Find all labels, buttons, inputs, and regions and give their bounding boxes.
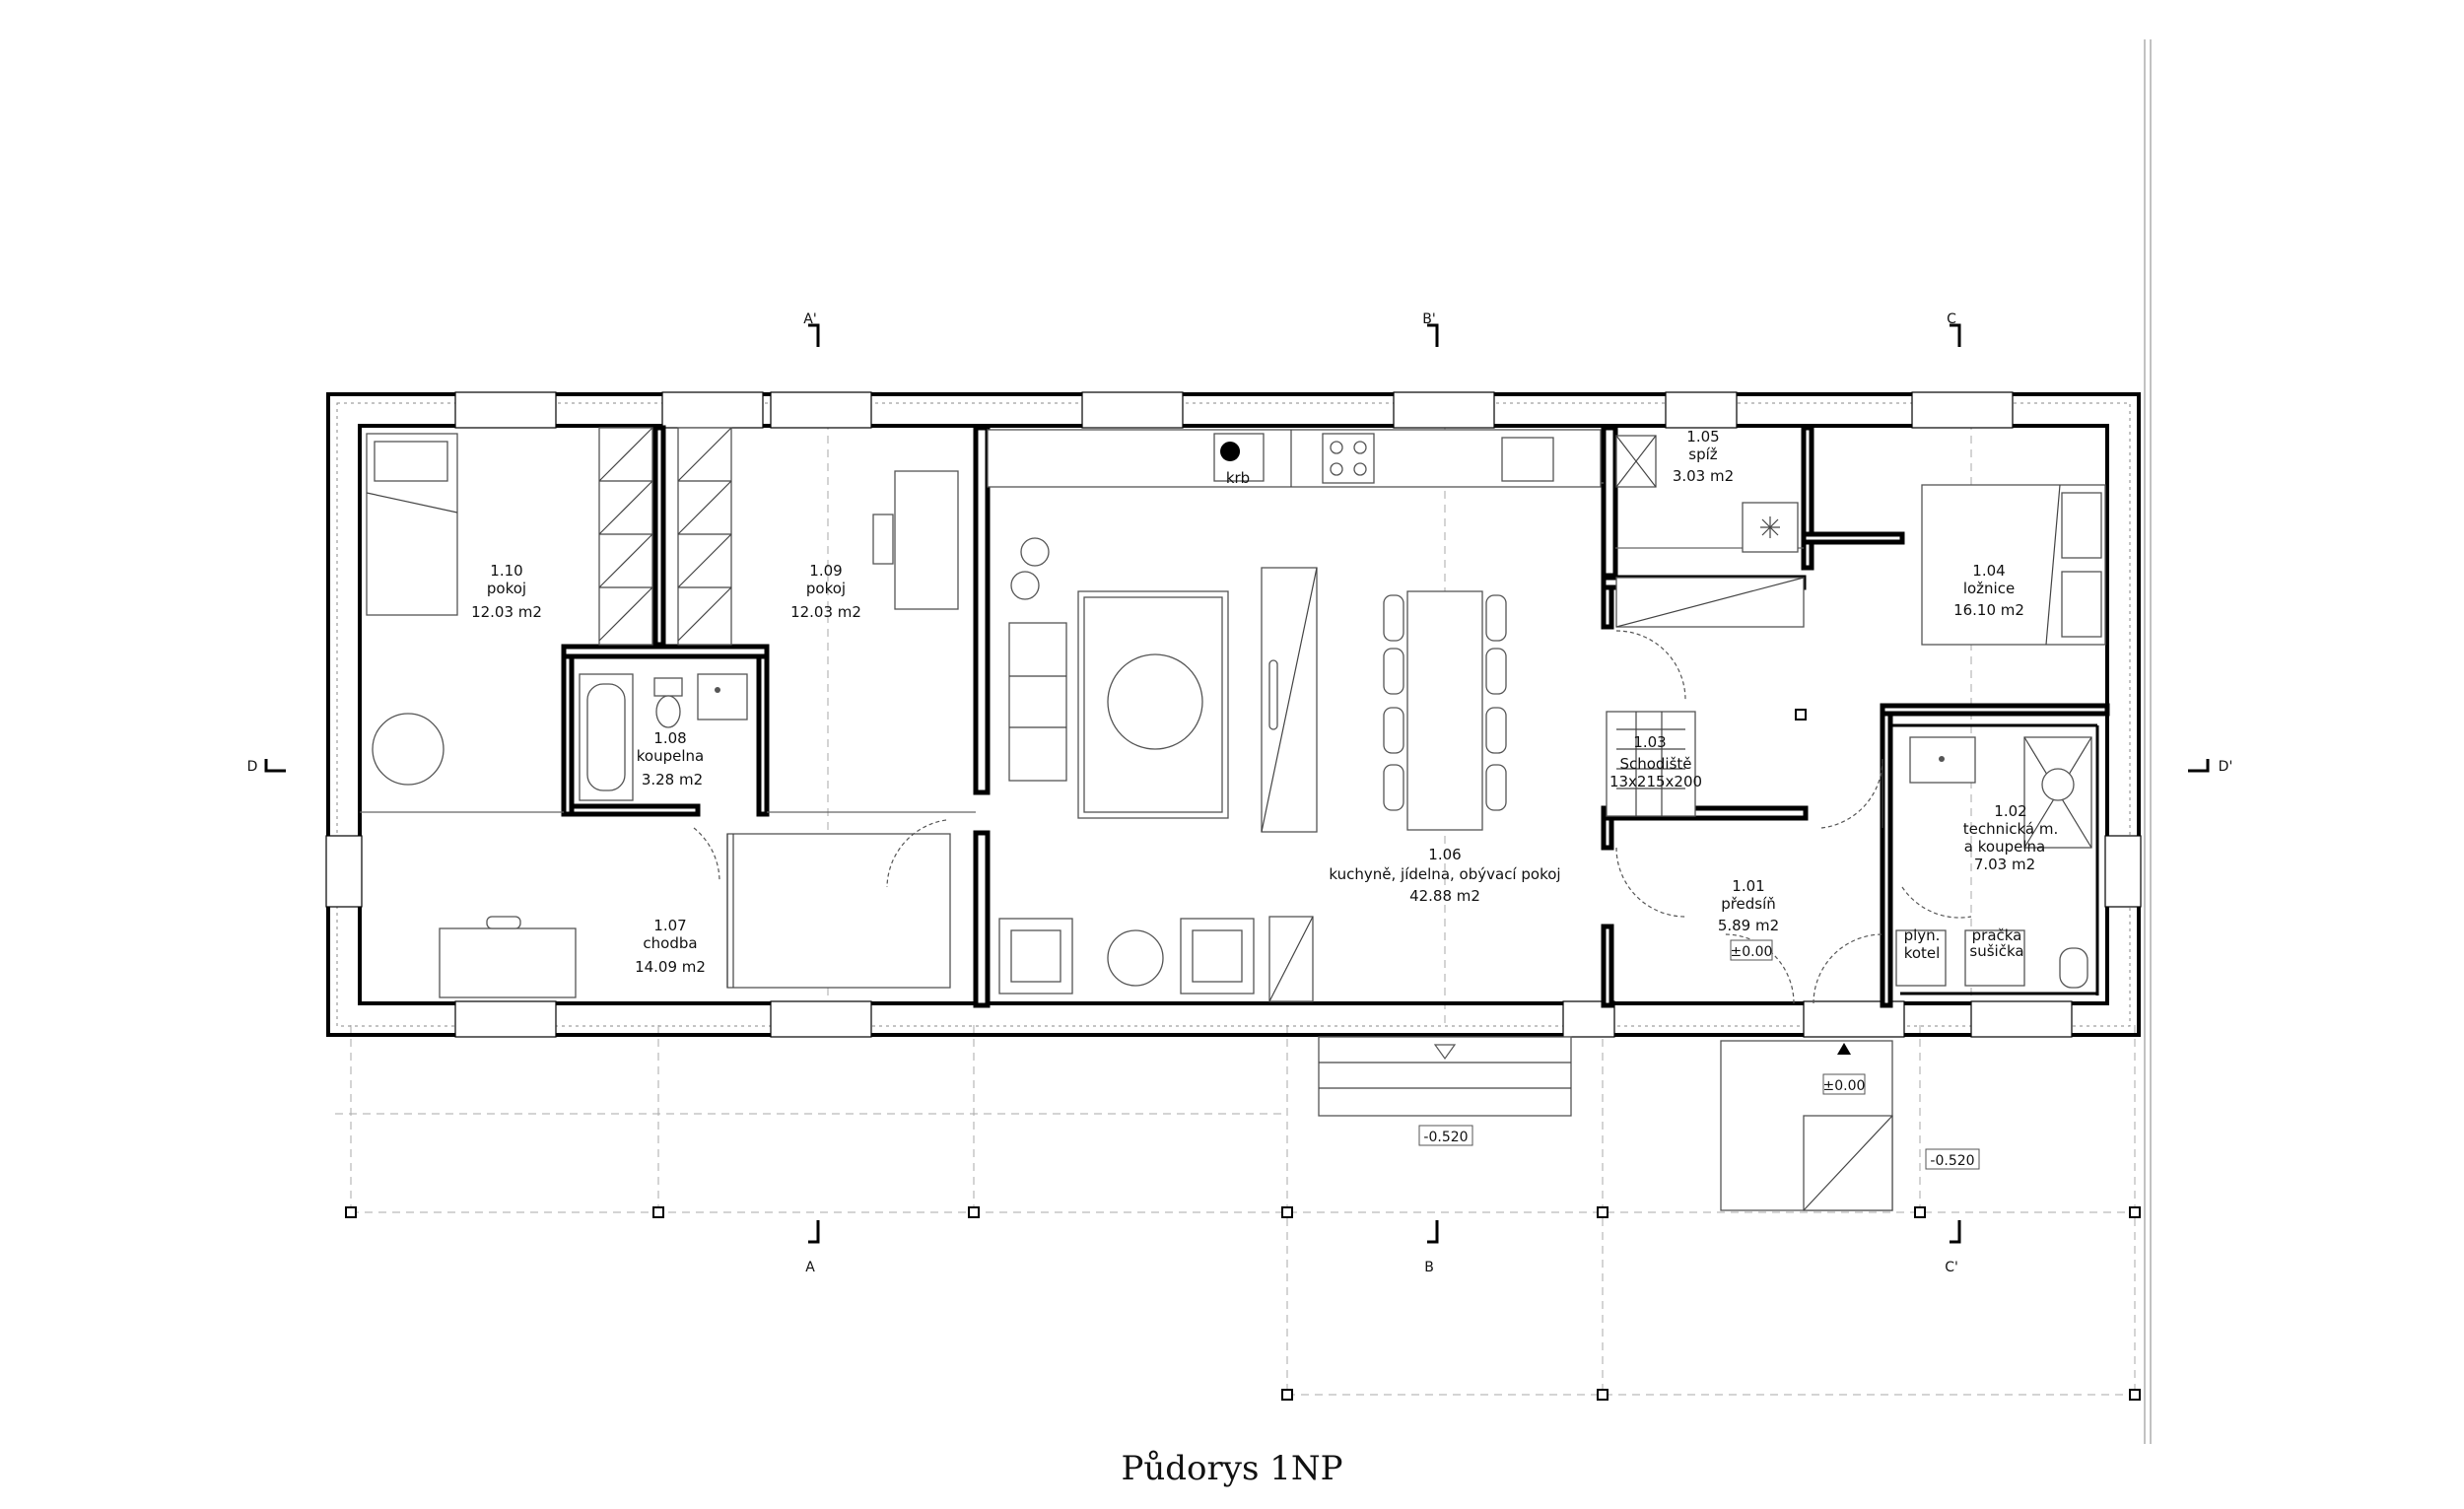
room-1-04-number: 1.04 (1972, 562, 2005, 580)
washer-dryer-label-line-1: pračka (1972, 926, 2022, 944)
gas-boiler-label-line-2: kotel (1904, 944, 1941, 962)
room-1-07-name: chodba (643, 934, 697, 952)
level-exterior-landing: ±0.00 (1823, 1078, 1866, 1094)
room-1-08-fixtures (579, 673, 748, 801)
room-1-09-area: 12.03 m2 (790, 603, 861, 621)
room-1-01-name: předsíň (1721, 895, 1776, 913)
kitchen-counter (987, 429, 1602, 488)
living-room-furniture (998, 537, 1507, 1002)
room-1-06-area: 42.88 m2 (1409, 887, 1480, 905)
room-1-10-furniture (366, 433, 458, 786)
room-1-04-name: ložnice (1963, 580, 2015, 597)
room-1-03-stair-spec: 13x215x200 (1609, 773, 1702, 790)
staircase (1606, 577, 1807, 918)
room-1-05-number: 1.05 (1686, 428, 1719, 446)
room-1-02-area: 7.03 m2 (1974, 856, 2035, 873)
washer-dryer-label-line-2: sušička (1969, 942, 2023, 960)
room-labels: 1.10 pokoj 12.03 m2 1.09 pokoj 12.03 m2 … (471, 428, 2058, 976)
fixture-labels: krb plyn. kotel pračka sušička (1226, 469, 2024, 962)
room-1-09-furniture (872, 470, 959, 610)
room-1-10-area: 12.03 m2 (471, 603, 542, 621)
room-1-02-name-line-1: technická m. (1963, 820, 2059, 838)
room-1-02-name-line-2: a koupelna (1964, 838, 2045, 856)
room-1-09-name: pokoj (806, 580, 846, 597)
windows (325, 391, 2142, 1038)
room-1-02-fixtures (1895, 736, 2092, 989)
room-1-05-name: spíž (1688, 446, 1718, 463)
room-1-07-area: 14.09 m2 (635, 958, 706, 976)
room-1-08-number: 1.08 (653, 729, 686, 747)
room-1-08-name: koupelna (637, 747, 704, 765)
room-1-07-number: 1.07 (653, 917, 686, 934)
room-1-05-area: 3.03 m2 (1673, 467, 1734, 485)
room-1-03-number: 1.03 (1633, 733, 1666, 751)
gas-boiler-label-line-1: plyn. (1904, 926, 1941, 944)
room-1-04-area: 16.10 m2 (1953, 601, 2024, 619)
door-swings (693, 758, 1883, 1004)
room-1-07-furniture (439, 833, 951, 998)
room-1-08-area: 3.28 m2 (642, 771, 703, 789)
fireplace-label: krb (1226, 469, 1250, 487)
room-1-01-number: 1.01 (1732, 877, 1764, 895)
section-marker-left-d: D (247, 759, 258, 775)
drawing-title: Půdorys 1NP (1121, 1449, 1343, 1488)
exterior-steps (1318, 1036, 1893, 1211)
room-1-05-fixtures (1615, 435, 1799, 553)
room-1-02-number: 1.02 (1994, 802, 2026, 820)
section-marker-bottom-b: B (1424, 1260, 1434, 1275)
level-labels: ±0.00 ±0.00 -0.520 -0.520 (1418, 939, 1980, 1170)
level-terrain-right: -0.520 (1930, 1153, 1974, 1169)
room-1-04-furniture (1921, 484, 2106, 646)
room-1-06-name: kuchyně, jídelna, obývací pokoj (1329, 865, 1560, 883)
room-1-03-name: Schodiště (1619, 755, 1691, 773)
section-markers: A' B' C A B C' D D' (247, 311, 2233, 1275)
section-marker-bottom-a: A (805, 1260, 815, 1275)
section-marker-top-c: C (1947, 311, 1956, 327)
room-1-06-number: 1.06 (1428, 846, 1461, 863)
room-1-10-name: pokoj (487, 580, 526, 597)
wardrobes (598, 427, 732, 646)
room-1-09-number: 1.09 (809, 562, 842, 580)
section-marker-top-a: A' (803, 311, 816, 327)
section-marker-right-d: D' (2219, 759, 2233, 775)
room-1-01-area: 5.89 m2 (1718, 917, 1779, 934)
level-terrace: -0.520 (1423, 1130, 1468, 1145)
room-1-10-number: 1.10 (490, 562, 522, 580)
section-marker-bottom-c: C' (1945, 1260, 1958, 1275)
level-entrance-floor: ±0.00 (1731, 944, 1773, 960)
section-marker-top-b: B' (1422, 311, 1435, 327)
